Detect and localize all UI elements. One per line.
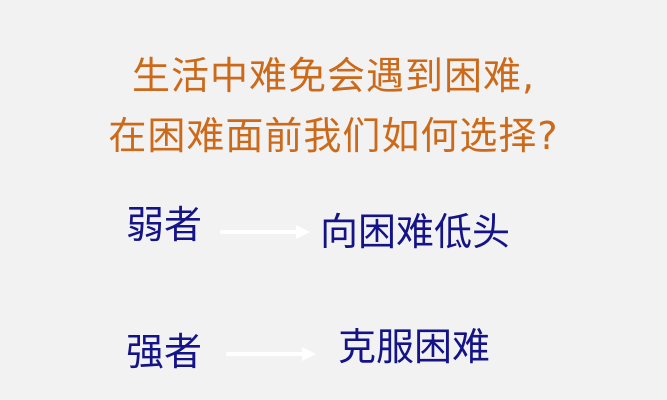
- title-line-2: 在困难面前我们如何选择?: [108, 114, 559, 158]
- title-line-1: 生活中难免会遇到困难,: [131, 54, 536, 98]
- right-arrow-icon: [226, 344, 318, 364]
- strong-person-label: 强者: [126, 330, 203, 374]
- right-arrow-icon: [220, 222, 312, 242]
- weak-choice-label: 向困难低头: [320, 210, 511, 254]
- strong-choice-label: 克服困难: [338, 325, 491, 369]
- weak-person-label: 弱者: [126, 203, 203, 247]
